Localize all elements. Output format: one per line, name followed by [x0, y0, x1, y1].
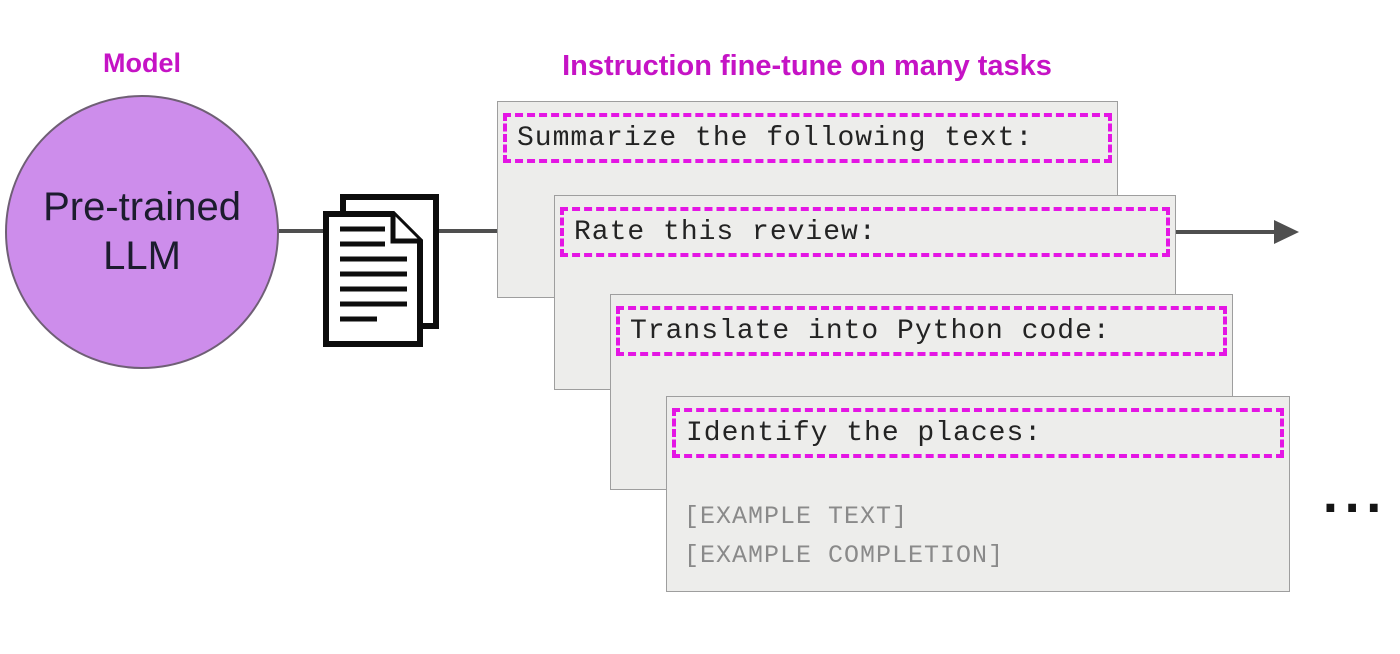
example-text-line: [EXAMPLE TEXT]: [684, 502, 909, 531]
instruction-highlight-box: Rate this review:: [560, 207, 1170, 257]
instruction-text: Summarize the following text:: [517, 122, 1034, 154]
instruction-highlight-box: Identify the places:: [672, 408, 1284, 458]
instruction-text: Rate this review:: [574, 216, 877, 248]
more-tasks-ellipsis: ...: [1322, 472, 1388, 523]
task-card-identify: Identify the places: [EXAMPLE TEXT] [EXA…: [666, 396, 1290, 592]
circle-text-line2: LLM: [103, 234, 181, 278]
instruction-text: Translate into Python code:: [630, 315, 1111, 347]
pretrained-llm-circle: Pre-trained LLM: [5, 95, 279, 369]
instruction-text: Identify the places:: [686, 417, 1043, 449]
documents-icon: [323, 194, 439, 347]
pipeline-title: Instruction fine-tune on many tasks: [562, 50, 1052, 82]
model-label: Model: [103, 48, 181, 78]
example-completion-line: [EXAMPLE COMPLETION]: [684, 541, 1005, 570]
flow-arrow-icon: [1176, 220, 1299, 244]
instruction-highlight-box: Translate into Python code:: [616, 306, 1227, 356]
circle-text-line1: Pre-trained: [43, 185, 241, 229]
instruction-highlight-box: Summarize the following text:: [503, 113, 1112, 163]
example-lines: [EXAMPLE TEXT] [EXAMPLE COMPLETION]: [684, 497, 1004, 575]
